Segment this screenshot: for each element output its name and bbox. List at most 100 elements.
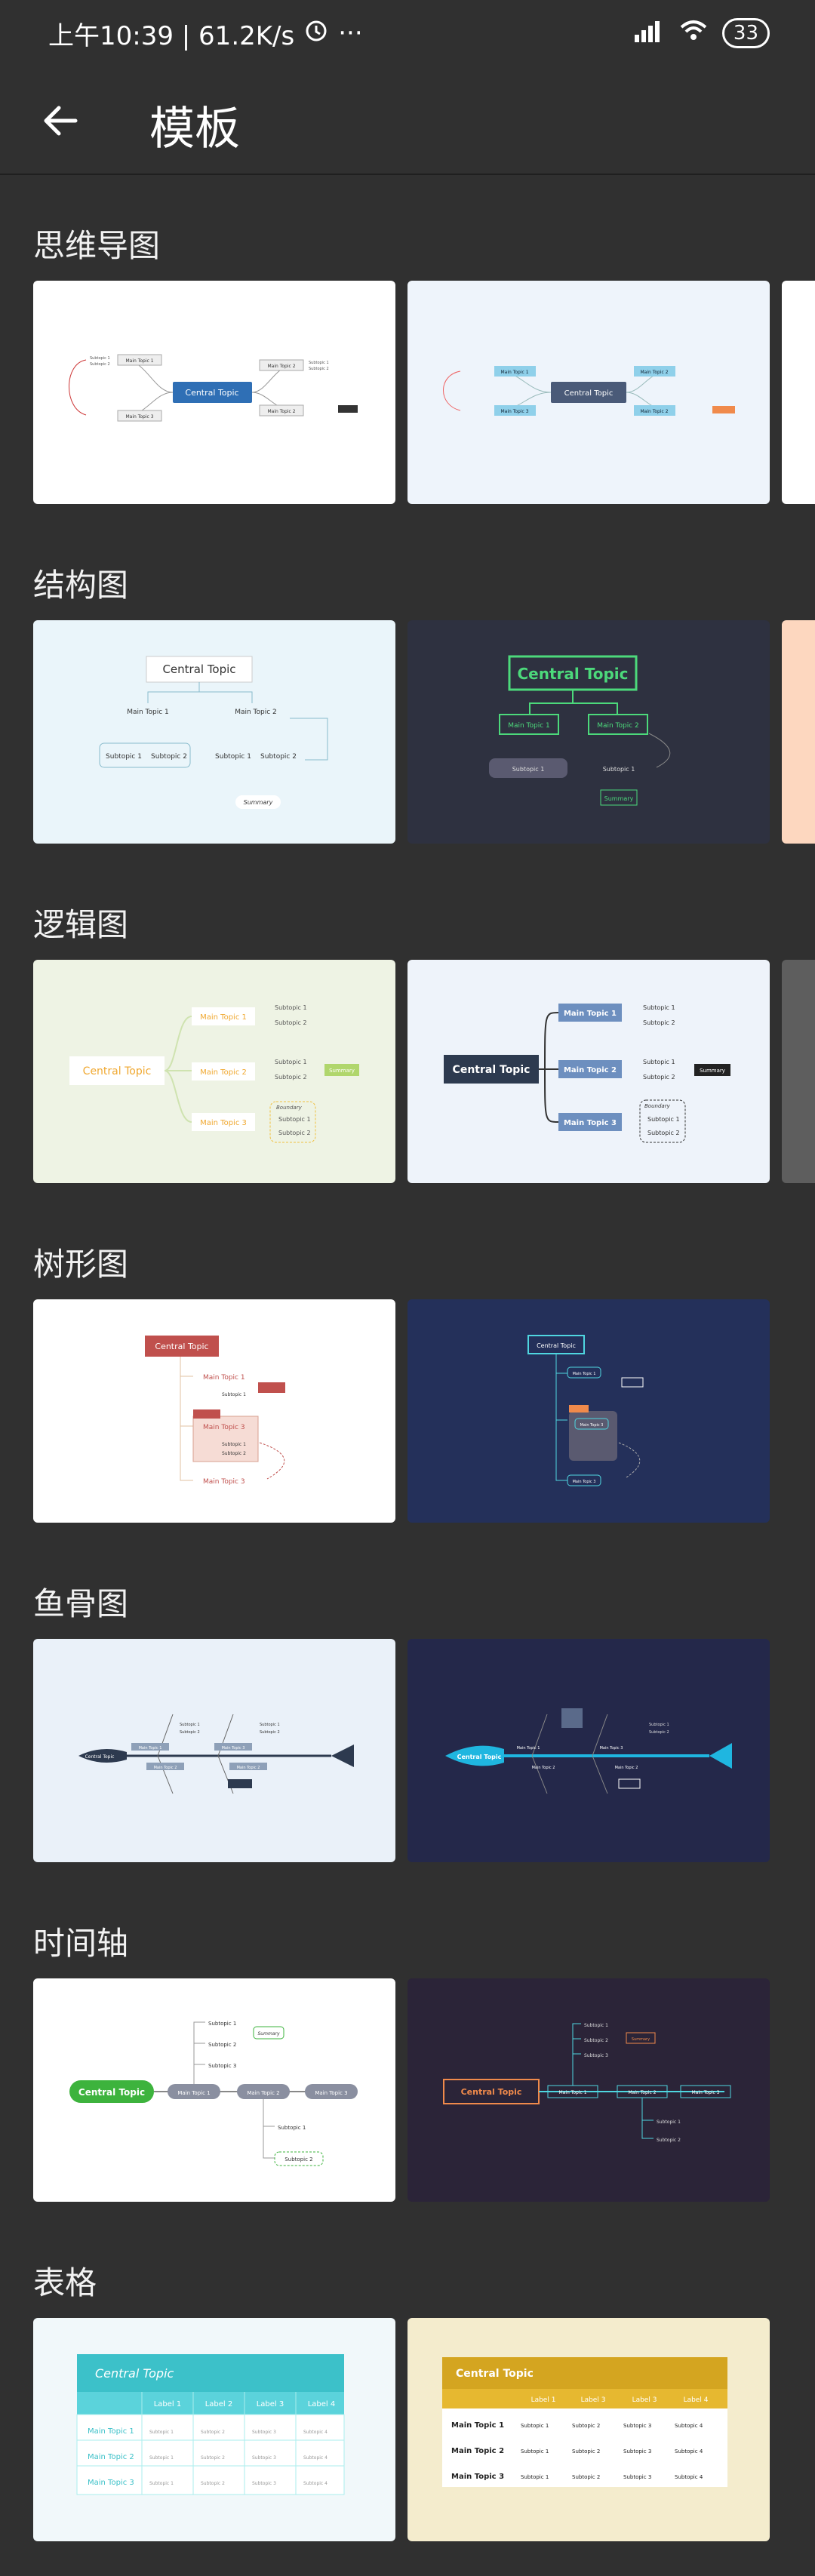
svg-text:Main Topic 2: Main Topic 2	[267, 364, 295, 369]
svg-text:Main Topic 2: Main Topic 2	[267, 409, 295, 414]
svg-text:Subtopic 1: Subtopic 1	[149, 2481, 174, 2486]
svg-text:Subtopic 2: Subtopic 2	[180, 1730, 200, 1735]
back-button[interactable]	[33, 94, 88, 148]
template-card[interactable]: Central Topic Main Topic 1 Main Topic 2 …	[33, 960, 395, 1183]
svg-text:Subtopic 2: Subtopic 2	[657, 2138, 681, 2143]
template-card-partial[interactable]	[782, 620, 815, 844]
template-row[interactable]: Central Topic Main Topic 1 Main Topic 3 …	[33, 1639, 815, 1862]
svg-text:Subtopic 1: Subtopic 1	[180, 1723, 200, 1727]
svg-text:Subtopic 3: Subtopic 3	[252, 2455, 276, 2461]
svg-text:Central Topic: Central Topic	[155, 1342, 208, 1351]
svg-text:Main Topic 1: Main Topic 1	[200, 1013, 247, 1022]
template-card[interactable]: Central Topic Main Topic 1 Main Topic 3 …	[408, 281, 770, 504]
svg-text:Main Topic 3: Main Topic 3	[222, 1746, 245, 1751]
svg-text:Subtopic 1: Subtopic 1	[643, 1004, 675, 1011]
page-title: 模板	[149, 103, 240, 155]
template-card-partial[interactable]	[782, 281, 815, 504]
svg-text:Subtopic 2: Subtopic 2	[643, 1074, 675, 1081]
svg-text:Subtopic 3: Subtopic 3	[252, 2481, 276, 2486]
template-row[interactable]: Central Topic Main Topic 1 Main Topic 2 …	[33, 960, 815, 1183]
svg-text:Subtopic 1: Subtopic 1	[309, 361, 329, 365]
template-row[interactable]: Central Topic Main Topic 1 Subtopic 1 Ma…	[33, 1299, 815, 1523]
svg-text:Central Topic: Central Topic	[453, 1064, 531, 1076]
status-bar: 上午10:39 | 61.2K/s ··· 33	[0, 0, 815, 66]
template-row[interactable]: Central Topic Main Topic 1 Main Topic 2 …	[33, 620, 815, 844]
template-card[interactable]: Central Topic Main Topic 1 Main Topic 3 …	[408, 1299, 770, 1523]
svg-text:Boundary: Boundary	[276, 1105, 303, 1111]
svg-text:Main Topic 3: Main Topic 3	[203, 1478, 245, 1486]
svg-text:Subtopic 2: Subtopic 2	[643, 1019, 675, 1026]
svg-text:Subtopic 1: Subtopic 1	[215, 753, 251, 761]
svg-text:Subtopic 2: Subtopic 2	[201, 2481, 225, 2486]
template-card-partial[interactable]	[782, 960, 815, 1183]
svg-text:Main Topic 1: Main Topic 1	[127, 709, 169, 716]
svg-text:Subtopic 1: Subtopic 1	[512, 766, 545, 773]
svg-text:Label 4: Label 4	[308, 2400, 336, 2408]
svg-text:Main Topic 1: Main Topic 1	[500, 370, 528, 375]
svg-text:Subtopic 1: Subtopic 1	[149, 2455, 174, 2461]
svg-text:Label 1: Label 1	[154, 2400, 182, 2408]
svg-text:Label 3: Label 3	[632, 2396, 657, 2404]
svg-text:Label 3: Label 3	[581, 2396, 606, 2404]
svg-text:Main Topic 2: Main Topic 2	[597, 722, 639, 730]
svg-text:Main Topic 1: Main Topic 1	[451, 2421, 504, 2430]
svg-text:Subtopic 1: Subtopic 1	[275, 1059, 307, 1065]
svg-text:Main Topic 2: Main Topic 2	[200, 1068, 247, 1077]
template-card[interactable]: Central Topic Main Topic 1 Main Topic 2 …	[33, 620, 395, 844]
svg-text:Subtopic 3: Subtopic 3	[584, 2053, 608, 2058]
svg-text:Subtopic 1: Subtopic 1	[521, 2474, 549, 2480]
svg-text:Subtopic 2: Subtopic 2	[284, 2156, 312, 2163]
svg-text:Subtopic 1: Subtopic 1	[222, 1392, 246, 1397]
status-dots: ···	[338, 18, 363, 48]
svg-text:Subtopic 1: Subtopic 1	[222, 1442, 246, 1447]
svg-text:Main Topic 1: Main Topic 1	[125, 358, 153, 364]
template-card[interactable]: Central Topic Main Topic 1 Main Topic 2 …	[408, 620, 770, 844]
svg-text:Subtopic 1: Subtopic 1	[149, 2430, 174, 2435]
svg-text:Subtopic 1: Subtopic 1	[584, 2023, 608, 2028]
section-title: 逻辑图	[33, 906, 129, 943]
svg-text:Subtopic 2: Subtopic 2	[201, 2430, 225, 2435]
svg-text:Main Topic 1: Main Topic 1	[558, 2090, 586, 2095]
app-bar: 模板	[0, 66, 815, 175]
svg-text:Main Topic 3: Main Topic 3	[580, 1423, 604, 1428]
svg-text:Subtopic 2: Subtopic 2	[222, 1451, 246, 1456]
svg-text:Main Topic 2: Main Topic 2	[628, 2090, 656, 2095]
svg-text:Subtopic 1: Subtopic 1	[106, 753, 142, 761]
svg-text:Summary: Summary	[258, 2031, 280, 2037]
svg-text:Subtopic 2: Subtopic 2	[90, 362, 110, 367]
section-title: 鱼骨图	[33, 1585, 129, 1622]
svg-text:Main Topic 3: Main Topic 3	[500, 409, 528, 414]
svg-text:Subtopic 1: Subtopic 1	[260, 1723, 280, 1727]
svg-text:Subtopic 2: Subtopic 2	[275, 1019, 307, 1026]
template-row[interactable]: Central Topic Main Topic 1 Main Topic 2 …	[33, 1978, 815, 2202]
svg-text:Subtopic 3: Subtopic 3	[623, 2474, 651, 2480]
svg-text:Subtopic 4: Subtopic 4	[675, 2474, 703, 2480]
template-card[interactable]: Central Topic Main Topic 1 Subtopic 1 Ma…	[33, 1299, 395, 1523]
svg-text:Summary: Summary	[632, 2037, 650, 2042]
section-title: 树形图	[33, 1246, 129, 1283]
svg-text:Central Topic: Central Topic	[537, 1342, 576, 1349]
svg-text:Subtopic 2: Subtopic 2	[649, 1730, 669, 1735]
svg-text:Label 2: Label 2	[205, 2400, 233, 2408]
svg-text:Boundary: Boundary	[644, 1103, 671, 1109]
template-card[interactable]: Central Topic Label 1 Label 2 Label 3 La…	[33, 2318, 395, 2541]
svg-text:Subtopic 2: Subtopic 2	[647, 1130, 680, 1136]
svg-text:Central Topic: Central Topic	[162, 662, 235, 676]
template-card[interactable]: Central Topic Main Topic 1 Main Topic 3 …	[33, 1639, 395, 1862]
svg-text:Subtopic 2: Subtopic 2	[260, 753, 297, 761]
status-time-speed: 上午10:39 | 61.2K/s	[48, 20, 295, 51]
template-card[interactable]: Central Topic Main Topic 1 Main Topic 2 …	[408, 960, 770, 1183]
template-card[interactable]: Central Topic Main Topic 1 Main Topic 3 …	[33, 281, 395, 504]
svg-text:Summary: Summary	[329, 1068, 355, 1074]
svg-text:Central Topic: Central Topic	[95, 2366, 174, 2381]
template-card[interactable]: Central Topic Label 1 Label 3 Label 3 La…	[408, 2318, 770, 2541]
template-card[interactable]: Central Topic Main Topic 1 Main Topic 2 …	[33, 1978, 395, 2202]
svg-text:Subtopic 3: Subtopic 3	[252, 2430, 276, 2435]
template-card[interactable]: Central Topic Main Topic 1 Main Topic 3 …	[408, 1639, 770, 1862]
template-card[interactable]: Central Topic Main Topic 1 Main Topic 2 …	[408, 1978, 770, 2202]
svg-text:Main Topic 2: Main Topic 2	[564, 1066, 617, 1074]
template-row[interactable]: Central Topic Label 1 Label 2 Label 3 La…	[33, 2318, 815, 2541]
svg-text:Subtopic 3: Subtopic 3	[623, 2423, 651, 2429]
svg-text:Subtopic 3: Subtopic 3	[623, 2448, 651, 2455]
template-row[interactable]: Central Topic Main Topic 1 Main Topic 3 …	[33, 281, 815, 504]
